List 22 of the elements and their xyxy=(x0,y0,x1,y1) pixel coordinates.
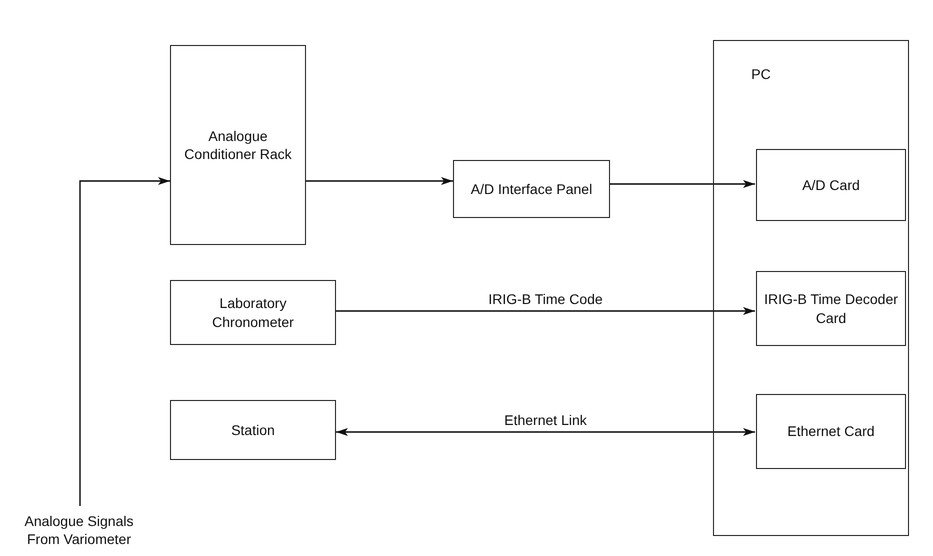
signal-source-text: Analogue Signals From Variometer xyxy=(24,512,134,548)
box-label: Ethernet Card xyxy=(787,422,875,441)
box-label: PC xyxy=(751,65,771,84)
box-label: Station xyxy=(231,420,275,440)
card-box xyxy=(756,149,906,221)
computer-box xyxy=(170,400,336,460)
box-label: Analogue Conditioner Rack xyxy=(183,126,293,164)
card-box xyxy=(756,271,906,346)
arrow xyxy=(336,307,755,315)
computer-box xyxy=(713,40,909,536)
card-box xyxy=(756,394,906,469)
arrow xyxy=(306,177,453,185)
box-label: Laboratory Chronometer xyxy=(211,294,295,331)
arrow xyxy=(336,428,755,436)
panel-box xyxy=(453,160,610,218)
arrow xyxy=(610,180,755,188)
box-label: IRIG-B Time Decoder Card xyxy=(763,290,899,327)
device-box xyxy=(170,280,336,345)
box-label: A/D Card xyxy=(802,176,860,194)
rack-box xyxy=(170,45,306,245)
box-label: A/D Interface Panel xyxy=(470,180,592,198)
arrow xyxy=(79,177,170,506)
